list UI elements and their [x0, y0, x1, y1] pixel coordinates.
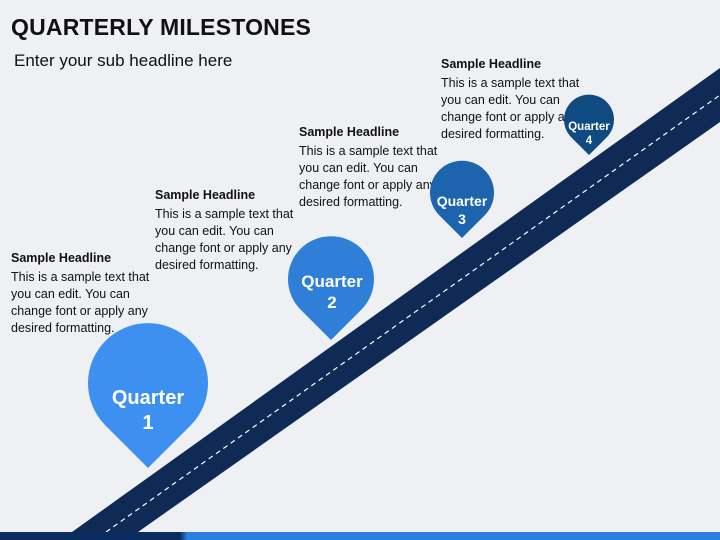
milestone-headline: Sample Headline: [155, 188, 256, 202]
milestone-body: This is a sample text that you can edit.…: [441, 76, 580, 141]
pin-label-word: Quarter: [568, 121, 610, 133]
milestone-headline: Sample Headline: [441, 57, 542, 71]
page-subtitle: Enter your sub headline here: [14, 51, 233, 70]
pin-label-quarter-1: Quarter 1: [88, 386, 208, 436]
pin-label-word: Quarter: [436, 193, 488, 209]
milestone-text-4: Sample Headline This is a sample text th…: [441, 57, 581, 143]
milestone-text-1: Sample Headline This is a sample text th…: [11, 251, 151, 337]
pin-label-number: 3: [458, 210, 466, 227]
page-title: QUARTERLY MILESTONES: [11, 14, 312, 40]
pin-label-quarter-3: Quarter 3: [430, 193, 494, 228]
pin-label-word: Quarter: [301, 272, 363, 291]
milestone-headline: Sample Headline: [11, 251, 112, 265]
pin-label-quarter-4: Quarter 4: [564, 120, 614, 149]
milestone-headline: Sample Headline: [299, 125, 400, 139]
road: [72, 68, 720, 532]
milestone-body: This is a sample text that you can edit.…: [299, 144, 438, 209]
milestone-body: This is a sample text that you can edit.…: [11, 270, 150, 335]
milestone-body: This is a sample text that you can edit.…: [155, 207, 294, 272]
milestone-text-3: Sample Headline This is a sample text th…: [299, 125, 439, 211]
bottom-accent-bar: [0, 532, 720, 540]
pin-label-number: 2: [327, 293, 337, 313]
pin-label-number: 1: [142, 412, 154, 434]
milestone-text-2: Sample Headline This is a sample text th…: [155, 188, 295, 274]
pin-label-word: Quarter: [111, 387, 185, 409]
pin-label-quarter-2: Quarter 2: [288, 271, 376, 314]
pin-label-number: 4: [585, 135, 593, 148]
